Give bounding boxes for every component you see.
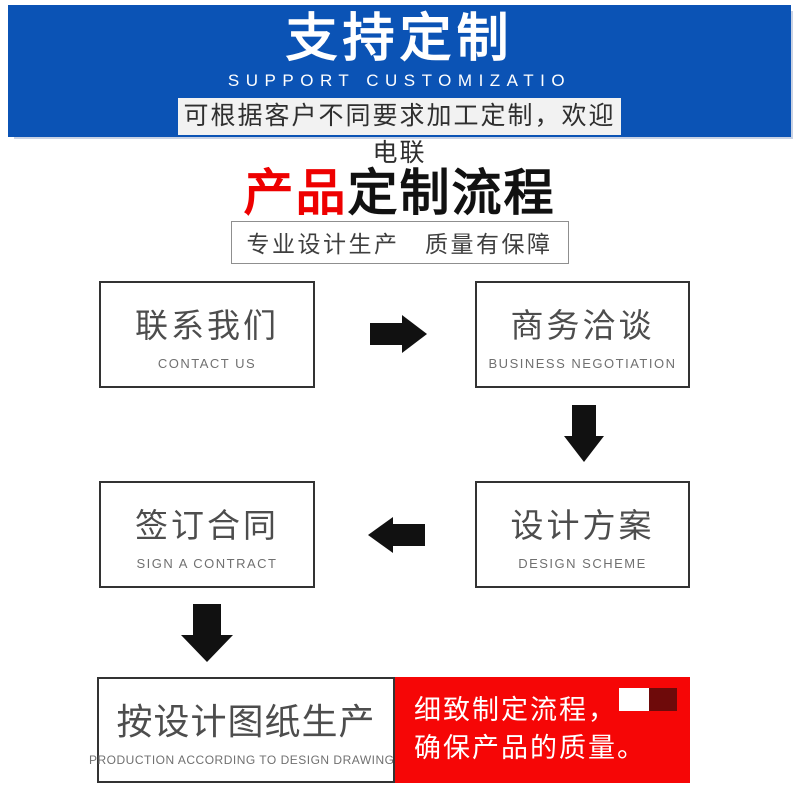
arrow-head xyxy=(181,635,233,662)
arrow-right-icon xyxy=(370,315,427,353)
arrow-down-icon xyxy=(564,405,604,462)
flow-step-production-label: 按设计图纸生产 xyxy=(116,701,376,742)
flow-step-design-label: 设计方案 xyxy=(510,506,655,544)
section-title-highlight: 产品 xyxy=(243,165,348,221)
flow-step-production-sublabel: PRODUCTION ACCORDING TO DESIGN DRAWINGS xyxy=(89,753,403,767)
flow-step-negotiation-label: 商务洽谈 xyxy=(510,306,655,344)
decor-square-maroon-icon xyxy=(649,688,677,711)
arrow-shaft xyxy=(193,604,221,636)
flow-step-design-sublabel: DESIGN SCHEME xyxy=(518,555,647,571)
arrow-down-icon xyxy=(181,604,233,662)
top-banner: 支持定制 SUPPORT CUSTOMIZATIO 可根据客户不同要求加工定制，… xyxy=(8,5,791,167)
decor-square-white-icon xyxy=(619,688,649,711)
arrow-shaft xyxy=(370,323,404,345)
arrow-head xyxy=(402,315,427,353)
flow-step-production: 按设计图纸生产 PRODUCTION ACCORDING TO DESIGN D… xyxy=(89,677,402,783)
quality-note-line2: 确保产品的质量。 xyxy=(414,733,646,763)
flow-step-contract: 签订合同 SIGN A CONTRACT xyxy=(99,481,315,588)
quality-note-line1: 细致制定流程， xyxy=(414,695,617,726)
flow-step-contact-sublabel: CONTACT US xyxy=(157,355,257,371)
arrow-head xyxy=(368,517,393,553)
arrow-left-icon xyxy=(368,517,425,553)
flow-step-design: 设计方案 DESIGN SCHEME xyxy=(475,481,690,588)
tagline-box: 专业设计生产 质量有保障 xyxy=(230,221,569,264)
section-title-rest: 定制流程 xyxy=(347,165,556,221)
flow-step-contract-sublabel: SIGN A CONTRACT xyxy=(136,555,278,571)
flow-step-contact-label: 联系我们 xyxy=(135,306,279,344)
flow-step-contract-label: 签订合同 xyxy=(135,506,279,544)
quality-note-box: 细致制定流程， 确保产品的质量。 xyxy=(395,677,690,783)
flow-step-contact: 联系我们 CONTACT US xyxy=(99,281,315,388)
banner-title: 支持定制 xyxy=(285,10,514,68)
arrow-head xyxy=(564,436,604,462)
section-title: 产品定制流程 xyxy=(0,153,799,225)
arrow-shaft xyxy=(391,524,425,546)
banner-subtitle: SUPPORT CUSTOMIZATIO xyxy=(227,70,572,90)
banner-strip-text: 可根据客户不同要求加工定制，欢迎电联 xyxy=(178,97,621,167)
flow-step-negotiation-sublabel: BUSINESS NEGOTIATION xyxy=(488,355,677,371)
flow-step-negotiation: 商务洽谈 BUSINESS NEGOTIATION xyxy=(475,281,690,388)
arrow-shaft xyxy=(572,405,596,437)
